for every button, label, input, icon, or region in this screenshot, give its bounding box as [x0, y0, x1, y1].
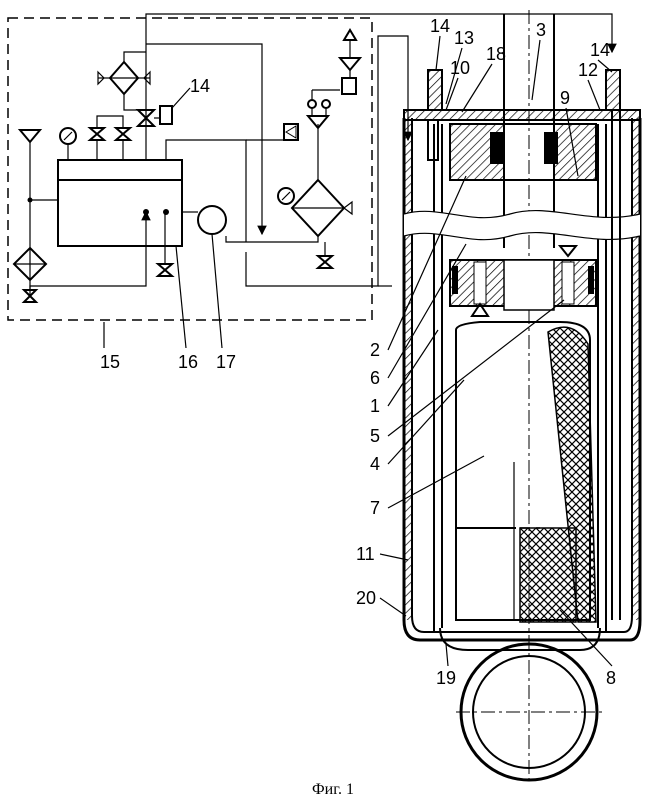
- label-20: 19: [436, 668, 456, 688]
- label-9: 9: [560, 88, 570, 108]
- tank: [58, 160, 182, 246]
- label-11: 11: [356, 544, 375, 564]
- breather-funnel: [20, 130, 40, 142]
- label-4: 4: [370, 454, 380, 474]
- pump: [198, 206, 226, 234]
- label-15: 14: [190, 76, 210, 96]
- label-2: 2: [370, 340, 380, 360]
- label-16: 15: [100, 352, 120, 372]
- label-5: 5: [370, 426, 380, 446]
- label-13: 13: [454, 28, 474, 48]
- shock-absorber: [404, 10, 640, 780]
- label-10: 10: [450, 58, 470, 78]
- label-3: 3: [536, 20, 546, 40]
- funnel-top-right: [340, 58, 360, 70]
- figure-caption: Фиг. 1: [312, 781, 354, 798]
- label-19: 18: [486, 44, 506, 64]
- label-6: 6: [370, 368, 380, 388]
- label-18: 17: [216, 352, 236, 372]
- label-7: 7: [370, 498, 380, 518]
- label-21: 20: [356, 588, 376, 608]
- label-17: 16: [178, 352, 198, 372]
- label-14-right: 14: [590, 40, 610, 60]
- label-8: 8: [606, 668, 616, 688]
- label-14-left: 14: [430, 16, 450, 36]
- gas-charge: [520, 528, 576, 622]
- label-12: 12: [578, 60, 598, 80]
- label-1: 1: [370, 396, 380, 416]
